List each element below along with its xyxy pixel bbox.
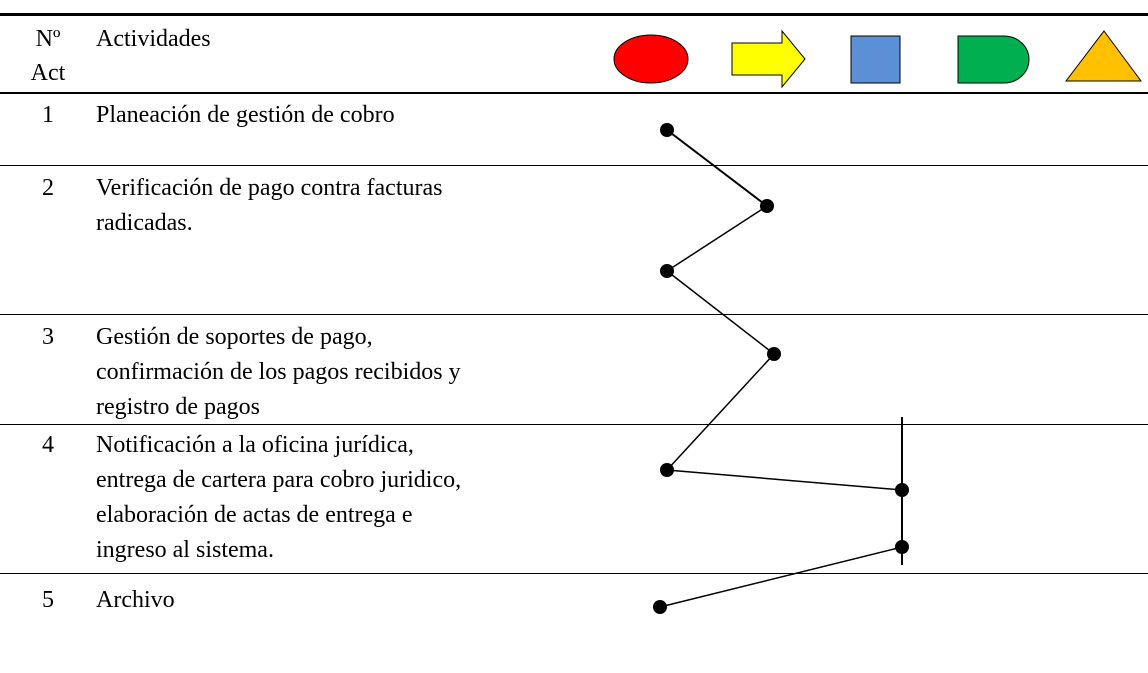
row-3-number: 3 xyxy=(42,324,54,350)
row-2-number: 2 xyxy=(42,175,54,201)
flow-point-row3-transport xyxy=(767,347,781,361)
header-act-label: Act xyxy=(30,60,66,86)
row-4-activity-line-2: entrega de cartera para cobro juridico, xyxy=(96,467,462,493)
row-5-number: 5 xyxy=(42,587,54,613)
flow-segment-3 xyxy=(666,270,775,355)
flow-point-row1-operation xyxy=(660,123,674,137)
flow-segment-5 xyxy=(666,469,903,491)
symbol-legend xyxy=(613,29,1142,89)
header-separator xyxy=(0,92,1148,94)
row-separator-1 xyxy=(0,165,1148,166)
flow-point-row2-transport xyxy=(760,199,774,213)
row-separator-2 xyxy=(0,314,1148,315)
top-border xyxy=(0,13,1148,16)
flow-point-row2-operation xyxy=(660,264,674,278)
row-4-activity-line-4: ingreso al sistema. xyxy=(96,537,274,563)
flow-point-row4-operation xyxy=(660,463,674,477)
row-4-number: 4 xyxy=(42,432,54,458)
row-3-activity-line-2: confirmación de los pagos recibidos y xyxy=(96,359,461,385)
storage-symbol-icon xyxy=(1064,30,1142,82)
row-4-activity-line-3: elaboración de actas de entrega e xyxy=(96,502,413,528)
delay-symbol-icon xyxy=(957,35,1030,84)
flow-segment-7 xyxy=(659,546,903,608)
header-num-label: Nº xyxy=(35,26,61,52)
header-activities-label: Actividades xyxy=(96,26,211,52)
transport-symbol-icon xyxy=(731,29,806,89)
operation-symbol-icon xyxy=(613,34,689,84)
flow-point-row4-inspection-a xyxy=(895,483,909,497)
row-1-activity-line-1: Planeación de gestión de cobro xyxy=(96,102,395,128)
row-5-activity-line-1: Archivo xyxy=(96,587,175,613)
row-4-activity-line-1: Notificación a la oficina jurídica, xyxy=(96,432,414,458)
row-3-activity-line-3: registro de pagos xyxy=(96,394,260,420)
row-separator-4 xyxy=(0,573,1148,574)
flow-point-row5-operation xyxy=(653,600,667,614)
inspection-symbol-icon xyxy=(850,35,901,84)
row-3-activity-line-1: Gestión de soportes de pago, xyxy=(96,324,373,350)
row-2-activity-line-1: Verificación de pago contra facturas xyxy=(96,175,443,201)
flow-segment-1 xyxy=(666,129,768,207)
row-separator-3 xyxy=(0,424,1148,425)
flow-point-row4-inspection-b xyxy=(895,540,909,554)
flow-segment-2 xyxy=(666,205,768,272)
flow-segment-4 xyxy=(666,353,775,471)
row-1-number: 1 xyxy=(42,102,54,128)
row-2-activity-line-2: radicadas. xyxy=(96,210,193,236)
